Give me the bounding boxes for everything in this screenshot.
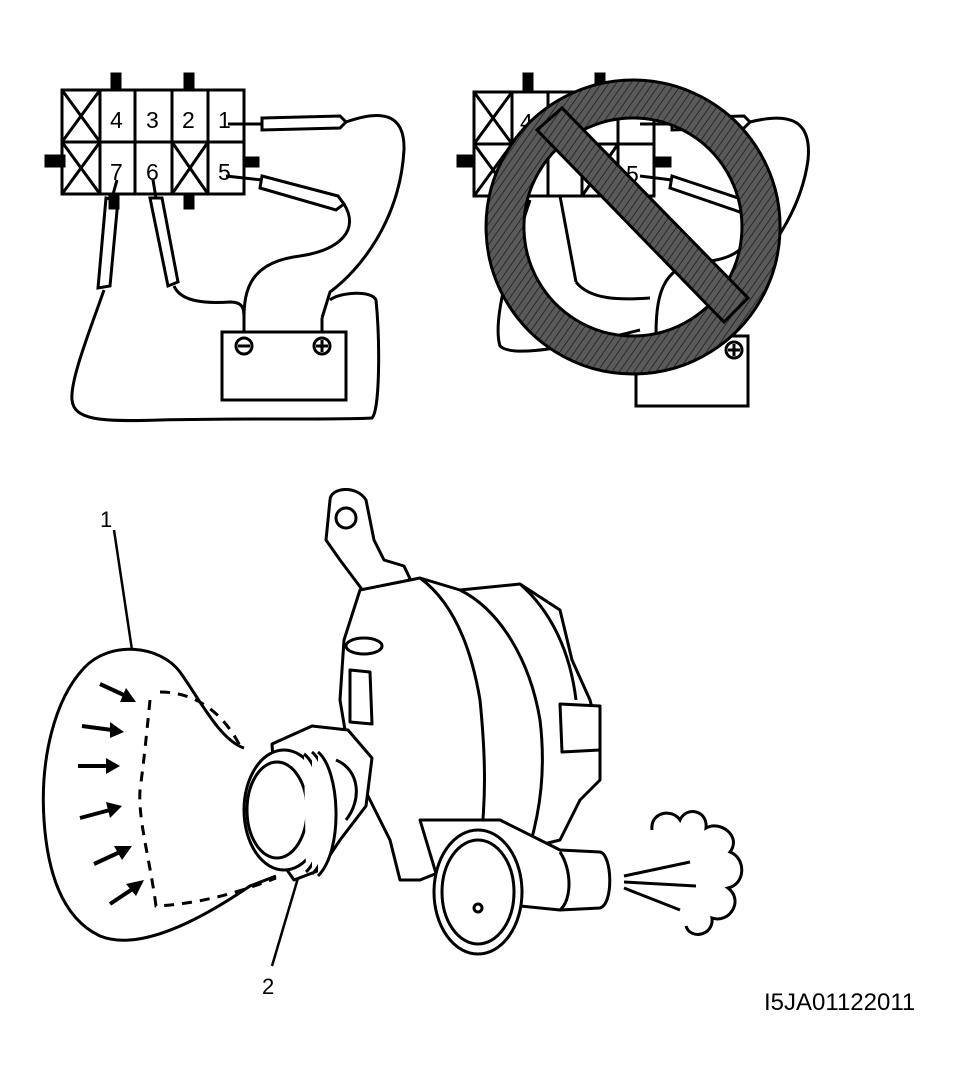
- air-puff-icon: [623, 810, 744, 936]
- callout-2: 2: [262, 974, 274, 999]
- pin-label-1: 1: [218, 107, 231, 133]
- leader-lines: [112, 529, 300, 967]
- prohibited-sign-icon: [484, 78, 782, 376]
- vacuum-bulb: [41, 647, 277, 942]
- pin-label-7: 7: [110, 159, 123, 185]
- battery-correct: [220, 318, 348, 402]
- valve-assembly: [242, 488, 612, 956]
- probe-pin-5: [225, 174, 351, 319]
- figure-code: I5JA01122011: [764, 989, 915, 1016]
- arrow-icon: [78, 682, 144, 906]
- callout-1: 1: [100, 507, 112, 532]
- pin-label-2: 2: [182, 107, 195, 133]
- probe-pin-6: [148, 179, 246, 319]
- pin-label-3: 3: [146, 107, 159, 133]
- probe-pin-1: [228, 114, 406, 319]
- correct-connection: [44, 72, 406, 423]
- pin-label-5: 5: [218, 159, 231, 185]
- connector-correct: [60, 88, 246, 196]
- pin-label-6: 6: [146, 159, 159, 185]
- pin-label-4: 4: [110, 107, 123, 133]
- probe-pin-7: [70, 179, 381, 423]
